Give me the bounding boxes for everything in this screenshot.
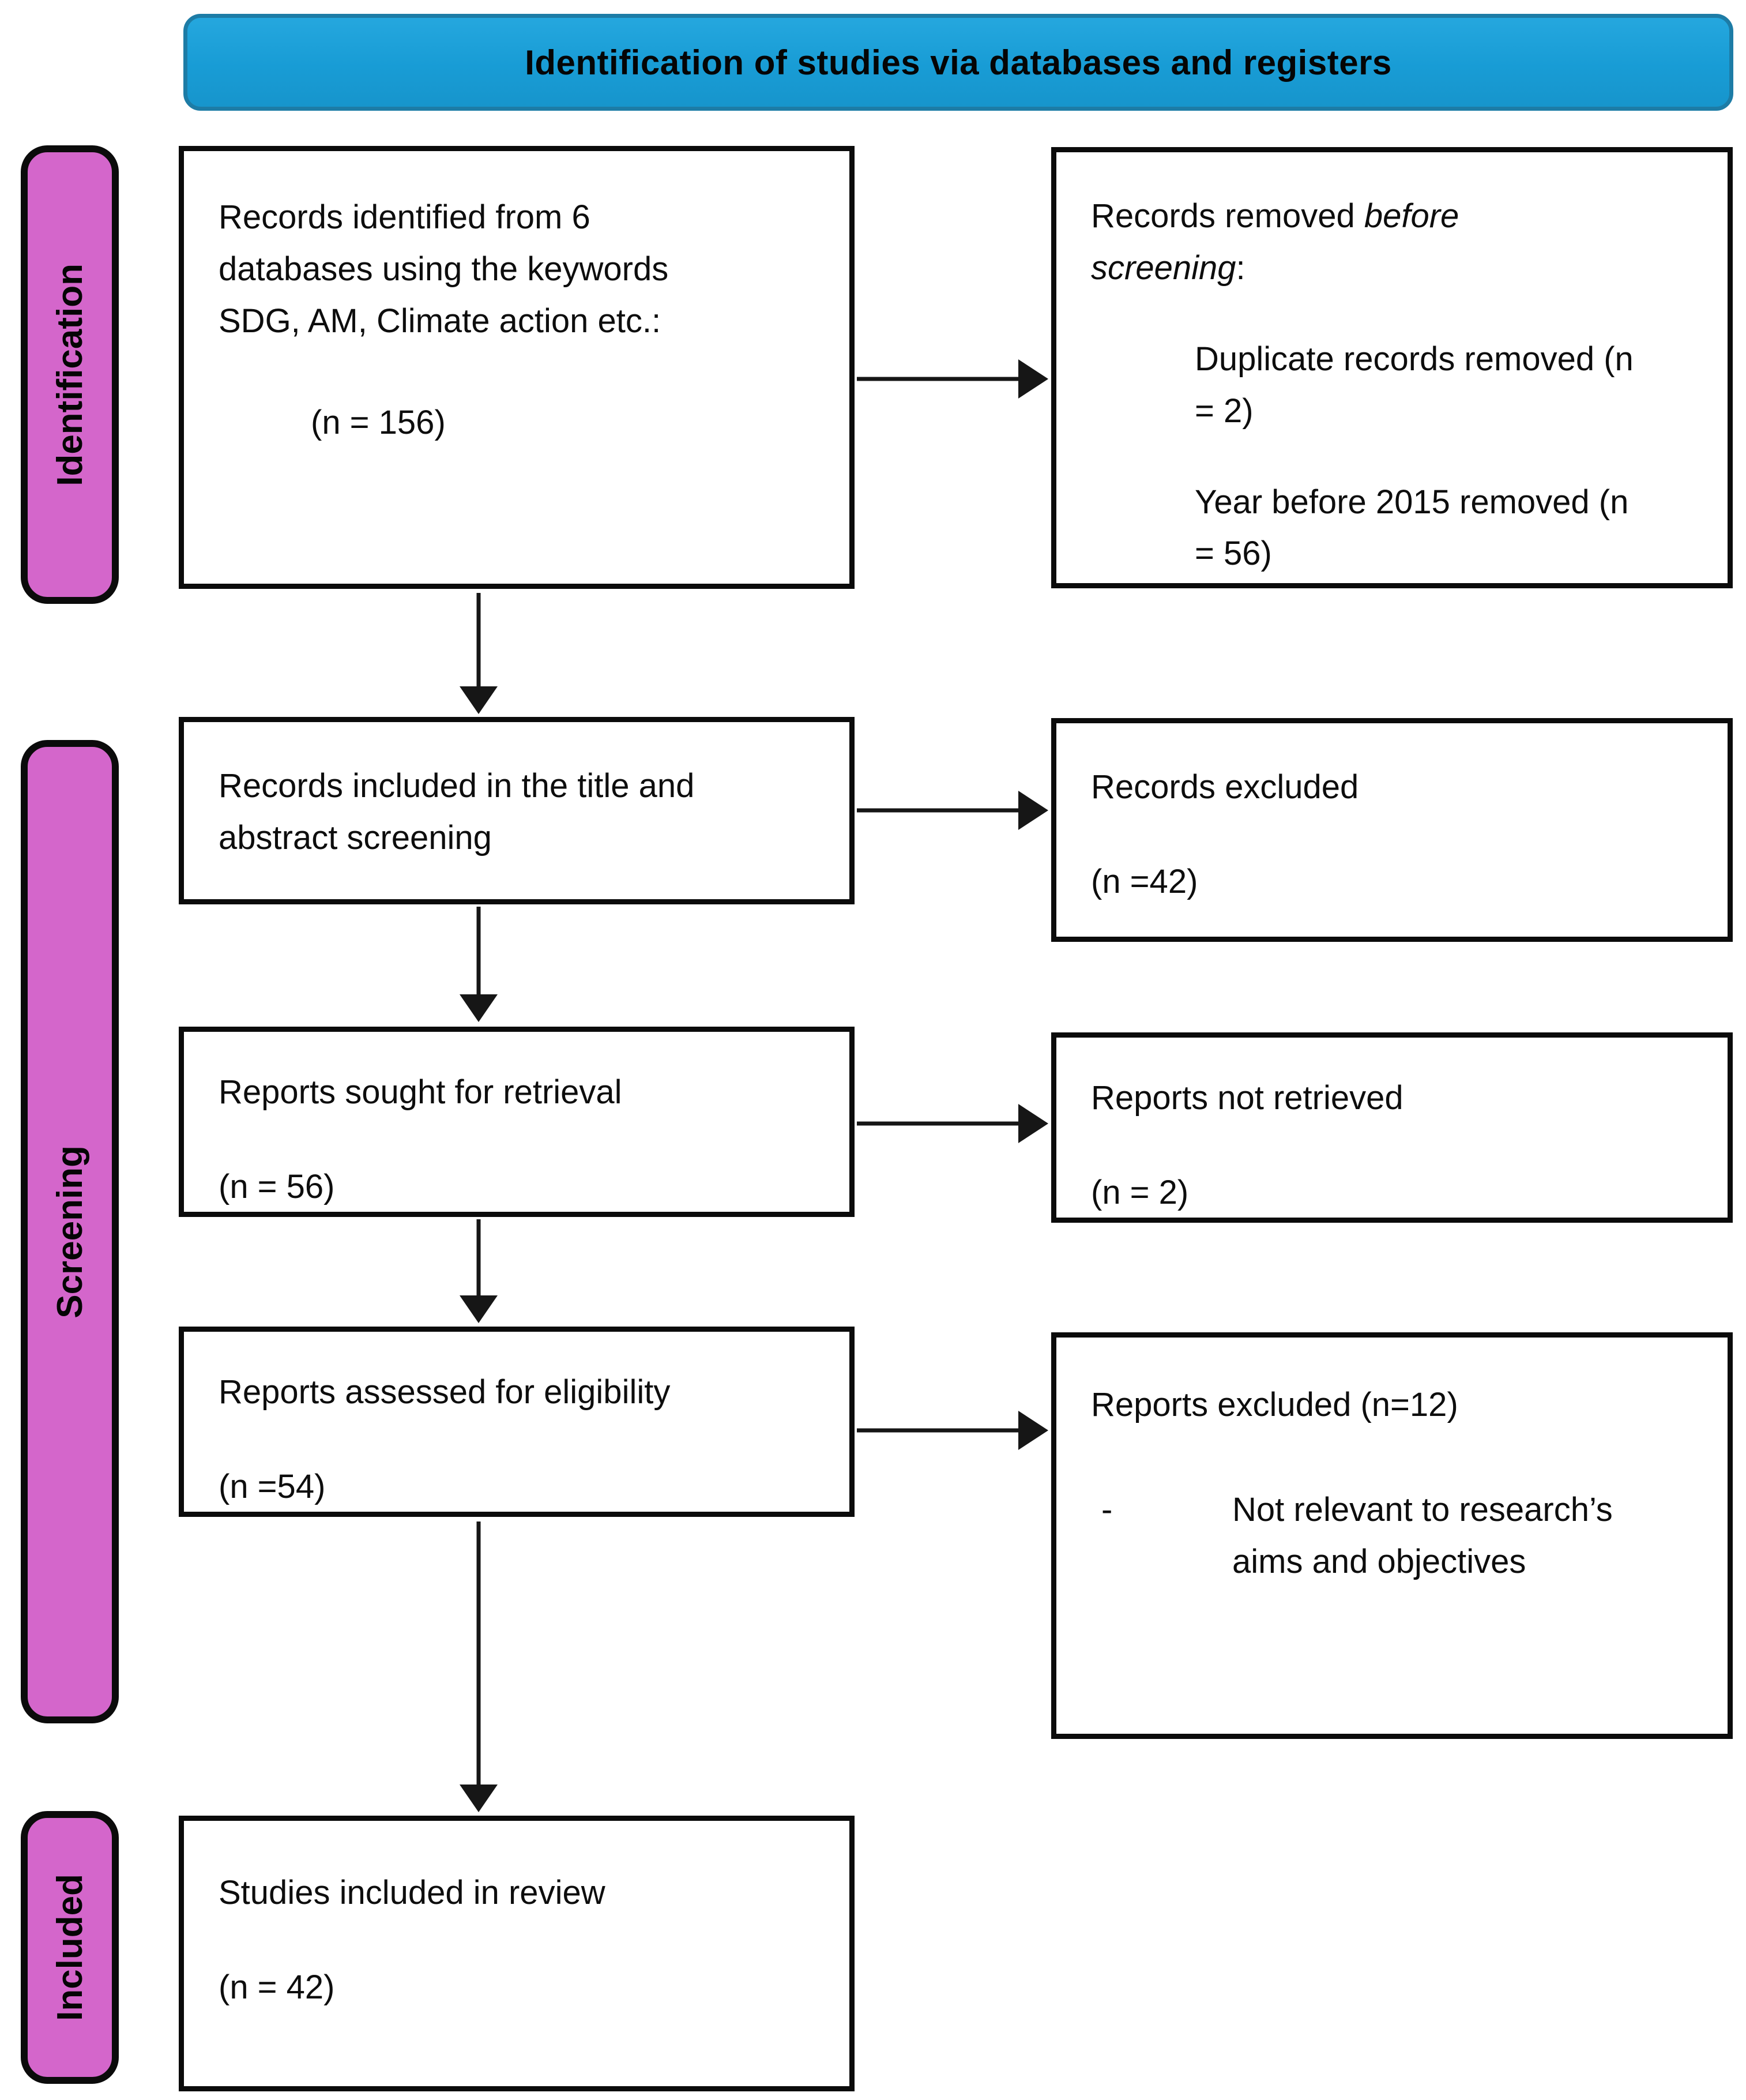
reports-not-retrieved-text: Reports not retrieved: [1091, 1079, 1403, 1117]
arrowhead-down-icon: [460, 994, 498, 1022]
records-removed-lead: Records removed: [1091, 197, 1364, 235]
arrow-shaft: [476, 1219, 481, 1295]
reports-excluded-reason-text: Not relevant to research’s aims and obje…: [1232, 1490, 1613, 1580]
box-reports-assessed-for-eligibility: Reports assessed for eligibility (n =54): [179, 1327, 855, 1517]
reports-sought-count: (n = 56): [219, 1167, 335, 1205]
records-identified-text: Records identified from 6 databases usin…: [219, 198, 669, 340]
records-removed-colon: :: [1236, 249, 1245, 287]
arrowhead-right-icon: [1018, 359, 1048, 399]
box-title-abstract-screening: Records included in the title and abstra…: [179, 717, 855, 904]
arrowhead-right-icon: [1018, 1411, 1048, 1450]
records-excluded-count: (n =42): [1091, 862, 1198, 900]
duplicate-records-removed-item: Duplicate records removed (n = 2): [1195, 340, 1634, 430]
reports-not-retrieved-count: (n = 2): [1091, 1173, 1189, 1211]
stage-label-screening: Screening: [21, 740, 119, 1723]
records-removed-lead-italic: before screening: [1091, 197, 1459, 287]
diagram-header-banner: Identification of studies via databases …: [183, 14, 1733, 111]
arrow-shaft: [476, 907, 481, 994]
arrowhead-down-icon: [460, 686, 498, 714]
arrow-right-row3: [857, 1104, 1048, 1143]
arrowhead-right-icon: [1018, 1104, 1048, 1143]
arrowhead-right-icon: [1018, 791, 1048, 830]
arrow-down-row4-to-row5: [460, 1522, 498, 1812]
box-records-identified: Records identified from 6 databases usin…: [179, 146, 855, 589]
title-abstract-screening-text: Records included in the title and abstra…: [219, 767, 695, 856]
studies-included-count: (n = 42): [219, 1968, 335, 2006]
box-reports-excluded: Reports excluded (n=12) - Not relevant to…: [1051, 1332, 1733, 1739]
stage-label-identification: Identification: [21, 145, 119, 604]
stage-label-included-text: Included: [50, 1874, 90, 2021]
arrow-shaft: [857, 377, 1018, 381]
arrow-shaft: [857, 808, 1018, 813]
arrow-shaft: [476, 593, 481, 686]
stage-label-identification-text: Identification: [50, 263, 90, 486]
stage-label-screening-text: Screening: [50, 1145, 90, 1318]
arrowhead-down-icon: [460, 1295, 498, 1323]
arrow-shaft: [857, 1428, 1018, 1433]
box-reports-not-retrieved: Reports not retrieved (n = 2): [1051, 1032, 1733, 1223]
arrowhead-down-icon: [460, 1785, 498, 1812]
box-reports-sought-for-retrieval: Reports sought for retrieval (n = 56): [179, 1027, 855, 1217]
reports-assessed-count: (n =54): [219, 1467, 326, 1505]
arrow-right-row2: [857, 791, 1048, 830]
diagram-title: Identification of studies via databases …: [525, 43, 1392, 82]
arrow-right-row1: [857, 359, 1048, 399]
records-identified-count: (n = 156): [311, 403, 446, 441]
arrow-down-row2-to-row3: [460, 907, 498, 1022]
arrow-shaft: [857, 1121, 1018, 1126]
box-records-excluded: Records excluded (n =42): [1051, 718, 1733, 942]
studies-included-text: Studies included in review: [219, 1874, 605, 1911]
box-records-removed-before-screening: Records removed before screening: Duplic…: [1051, 147, 1733, 588]
reports-excluded-reason: - Not relevant to research’s aims and obj…: [1091, 1484, 1704, 1588]
arrow-down-row3-to-row4: [460, 1219, 498, 1323]
arrow-down-row1-to-row2: [460, 593, 498, 714]
arrow-right-row4: [857, 1411, 1048, 1450]
reports-sought-text: Reports sought for retrieval: [219, 1073, 622, 1111]
stage-label-included: Included: [21, 1811, 119, 2084]
year-before-2015-removed-item: Year before 2015 removed (n = 56): [1195, 483, 1629, 573]
reports-excluded-title: Reports excluded (n=12): [1091, 1386, 1458, 1423]
records-removed-heading: Records removed before screening:: [1091, 190, 1704, 294]
box-studies-included-in-review: Studies included in review (n = 42): [179, 1816, 855, 2091]
arrow-shaft: [476, 1522, 481, 1785]
records-excluded-text: Records excluded: [1091, 768, 1359, 806]
reports-assessed-text: Reports assessed for eligibility: [219, 1373, 671, 1411]
bullet-dash: -: [1101, 1490, 1113, 1528]
